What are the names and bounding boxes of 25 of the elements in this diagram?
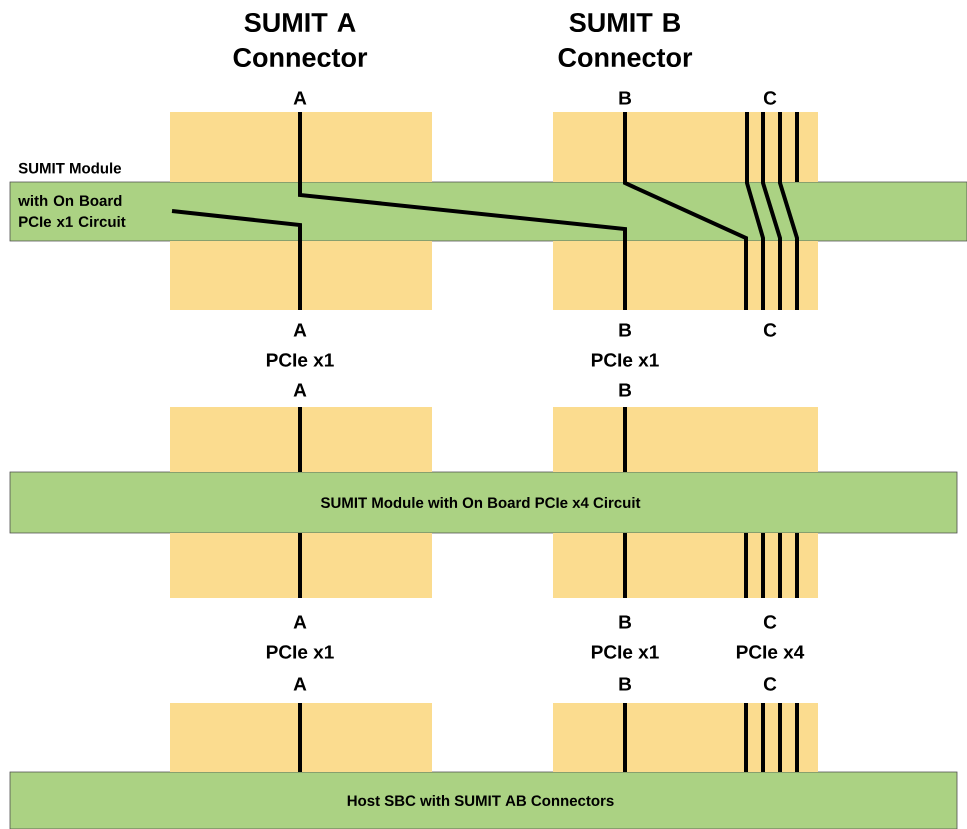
lane-label: PCIe x1	[592, 645, 659, 659]
pin-letter: B	[619, 323, 631, 337]
pin-letter: A	[294, 383, 306, 397]
connector-title: SUMIT A Connector	[234, 12, 368, 68]
pin-letter: C	[764, 677, 776, 691]
lane-label: PCIe x4	[736, 645, 804, 659]
connector-title: SUMIT B Connector	[558, 12, 692, 68]
pin-letter: B	[619, 677, 631, 691]
pin-letter: A	[294, 615, 306, 629]
lane-label: PCIe x1	[266, 353, 334, 367]
pin-letter: A	[294, 323, 306, 337]
pin-letter: B	[619, 383, 631, 397]
module-band: SUMIT Module with On Board PCIe x1 Circuit	[10, 162, 967, 242]
pin-letter: C	[764, 615, 776, 629]
pin-letter: B	[619, 615, 631, 629]
pin-letter: A	[294, 91, 306, 105]
module-band: SUMIT Module with On Board PCIe x4 Circuit	[10, 472, 958, 534]
pin-letter: B	[619, 91, 631, 105]
node-label: SUMIT Module	[18, 162, 122, 174]
pin-letter: A	[294, 677, 306, 691]
lane-label: PCIe x1	[266, 645, 334, 659]
module-band: Host SBC with SUMIT AB Connectors	[10, 772, 958, 829]
lane-label: PCIe x1	[592, 353, 659, 367]
pin-letter: C	[764, 323, 776, 337]
pin-letter: C	[764, 91, 776, 105]
